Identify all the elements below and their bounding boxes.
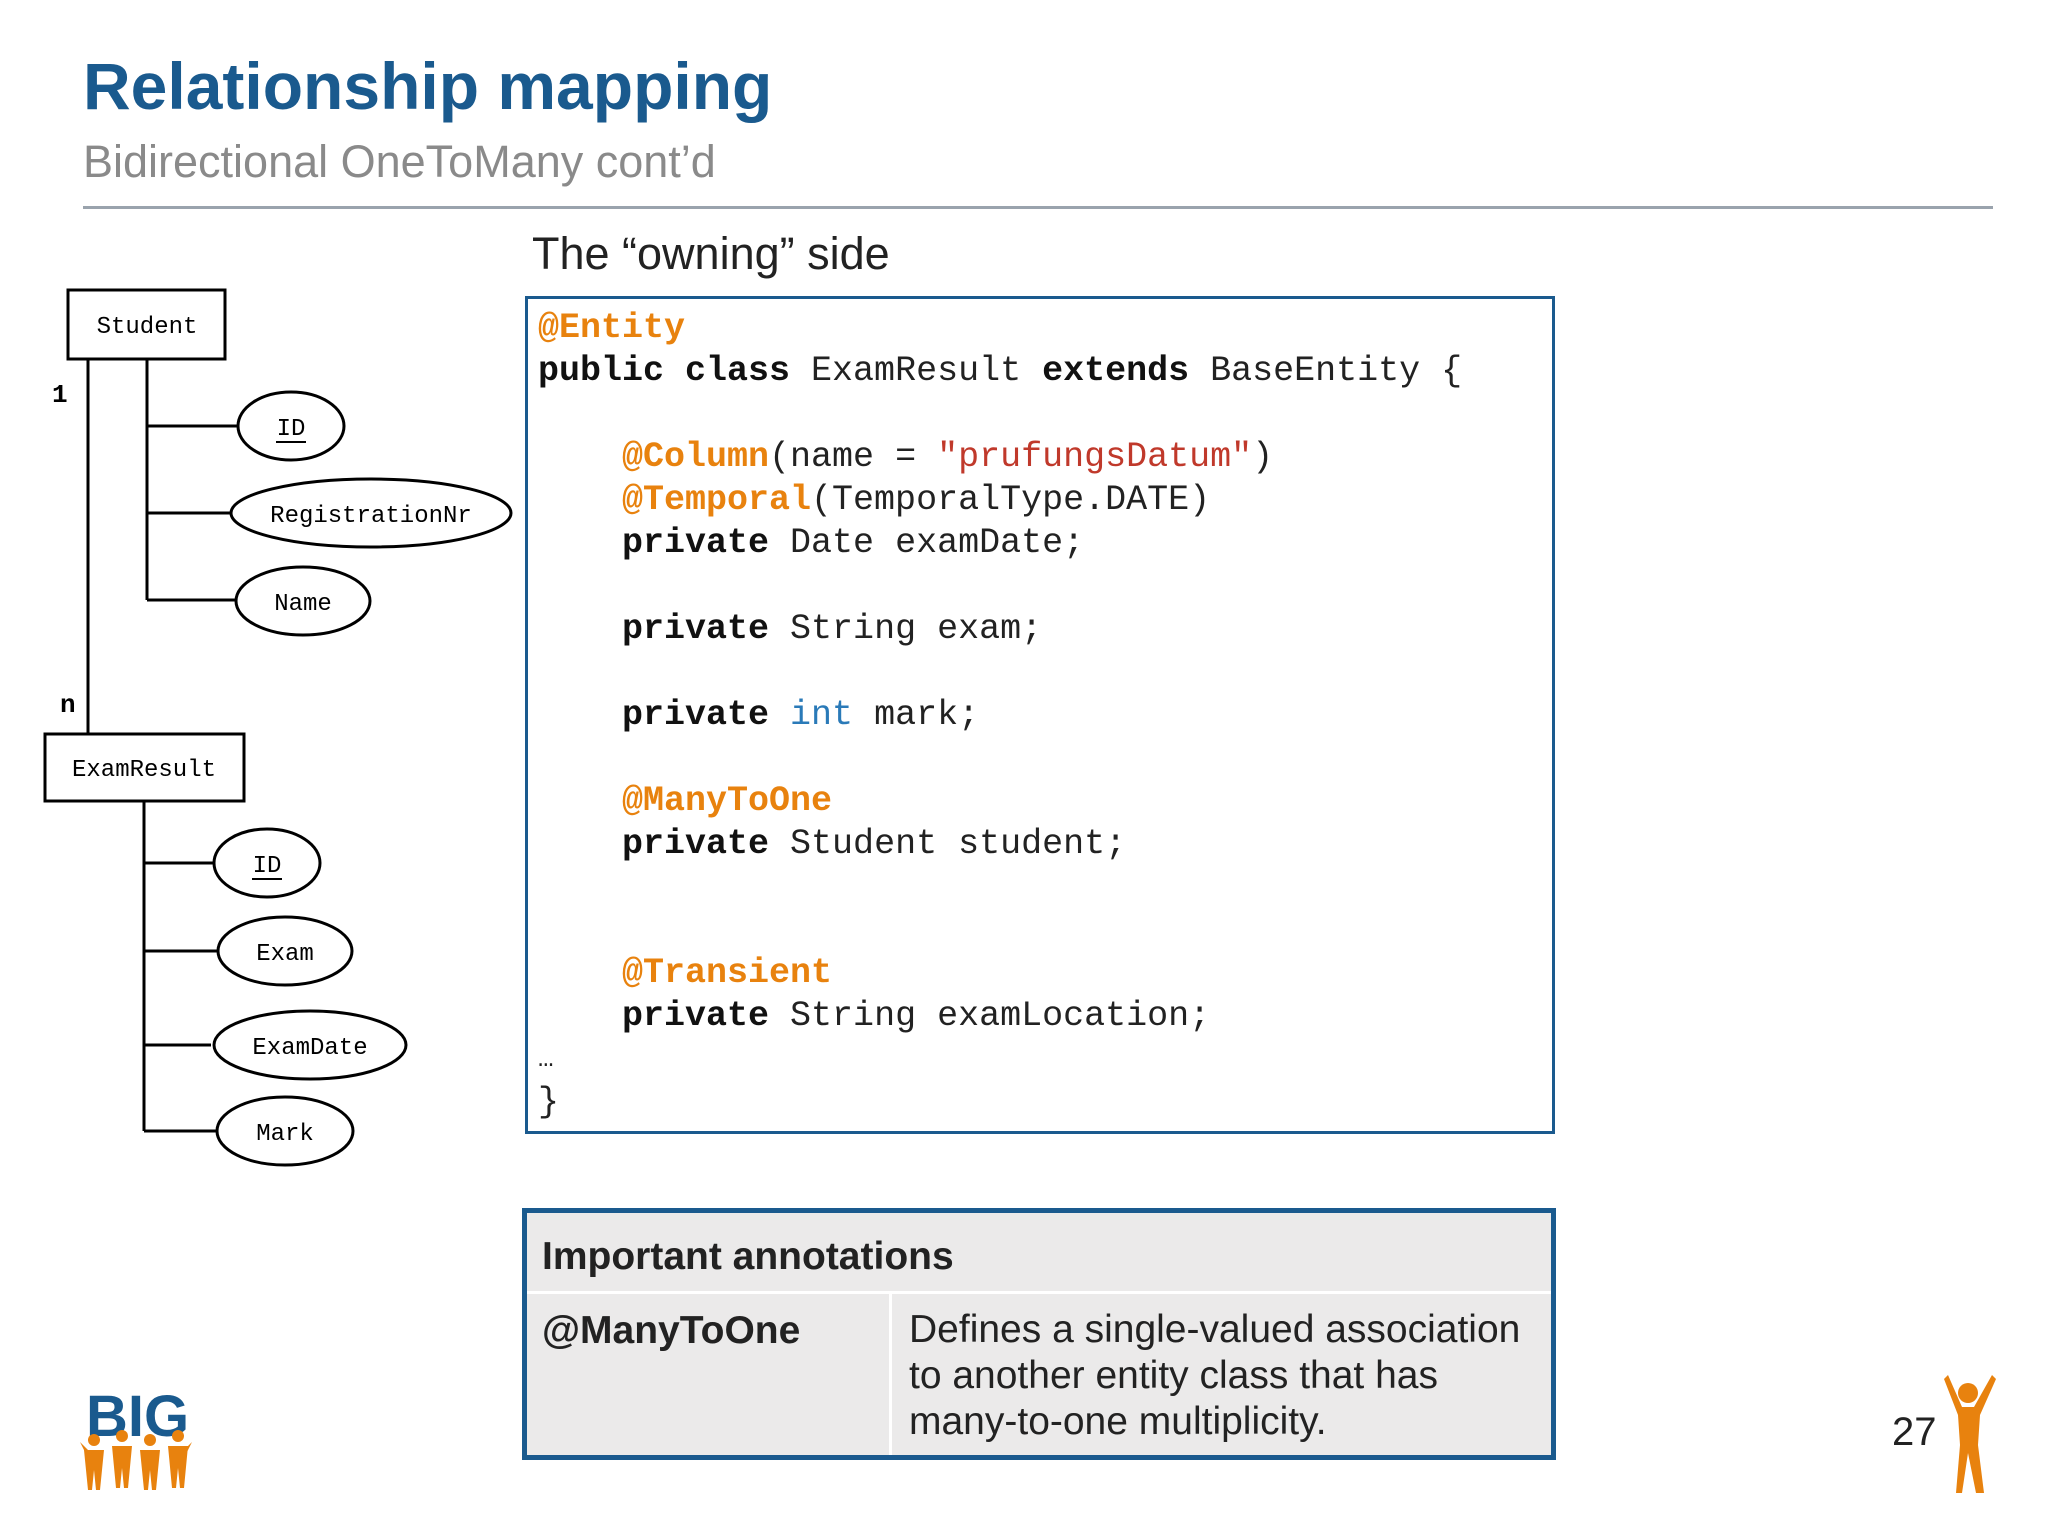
annotation-definition: Defines a single-valued association to a…	[909, 1308, 1521, 1443]
logo-text: BIG	[86, 1384, 189, 1449]
section-label: The “owning” side	[532, 228, 890, 279]
attr-ellipse-student-id	[236, 390, 346, 462]
attr-label-mark: Mark	[256, 1121, 314, 1148]
annotations-table-header: Important annotations	[527, 1213, 1551, 1294]
code-close-brace: }	[538, 1082, 560, 1122]
code-line-6: private String exam;	[622, 609, 1043, 649]
attr-label-exam: Exam	[256, 941, 314, 968]
logo-people-icon	[80, 1430, 192, 1490]
attr-ellipse-exam	[216, 915, 354, 987]
annotations-table-title: Important annotations	[542, 1235, 954, 1278]
page-title: Relationship mapping	[83, 49, 773, 123]
code-line-2: public class ExamResult extends BaseEnti…	[538, 351, 1463, 391]
entity-label-student: Student	[97, 314, 198, 341]
table-column-divider	[889, 1291, 892, 1455]
code-line-3: @Column(name = "prufungsDatum")	[622, 437, 1274, 477]
annotation-term: @ManyToOne	[542, 1309, 801, 1352]
attr-label-exam-id: ID	[253, 853, 282, 880]
annotations-table: Important annotations @ManyToOne Defines…	[522, 1208, 1556, 1460]
attr-label-examdate: ExamDate	[252, 1035, 367, 1062]
cardinality-many: n	[60, 690, 76, 720]
big-logo: BIG	[80, 1384, 192, 1490]
er-diagram: Student ExamResult ID RegistrationNr Nam…	[43, 288, 513, 1167]
code-line-5: private Date examDate;	[622, 523, 1085, 563]
code-block: @Entity public class ExamResult extends …	[525, 296, 1555, 1134]
entity-label-examresult: ExamResult	[72, 757, 216, 784]
attr-label-student-id: ID	[277, 416, 306, 443]
attr-label-name: Name	[274, 591, 332, 618]
code-line-1: @Entity	[538, 308, 686, 348]
code-ellipsis: …	[538, 1044, 554, 1074]
code-line-7: private int mark;	[622, 695, 980, 735]
code-line-11: private String examLocation;	[622, 996, 1211, 1036]
person-figure-icon	[1944, 1375, 1996, 1493]
page-subtitle: Bidirectional OneToMany cont’d	[83, 136, 716, 187]
attr-ellipse-name	[234, 565, 372, 637]
attr-ellipse-mark	[215, 1095, 355, 1167]
code-line-4: @Temporal(TemporalType.DATE)	[622, 480, 1211, 520]
attr-ellipse-registrationnr	[229, 477, 513, 549]
attr-label-registrationnr: RegistrationNr	[270, 503, 472, 530]
code-line-10: @Transient	[622, 953, 833, 993]
attr-ellipse-exam-id	[212, 827, 322, 899]
page-number: 27	[1892, 1410, 1937, 1454]
cardinality-one: 1	[52, 380, 68, 410]
code-line-8: @ManyToOne	[622, 781, 833, 821]
attr-ellipse-examdate	[212, 1009, 408, 1081]
code-line-9: private Student student;	[622, 824, 1127, 864]
title-divider	[83, 206, 1993, 209]
